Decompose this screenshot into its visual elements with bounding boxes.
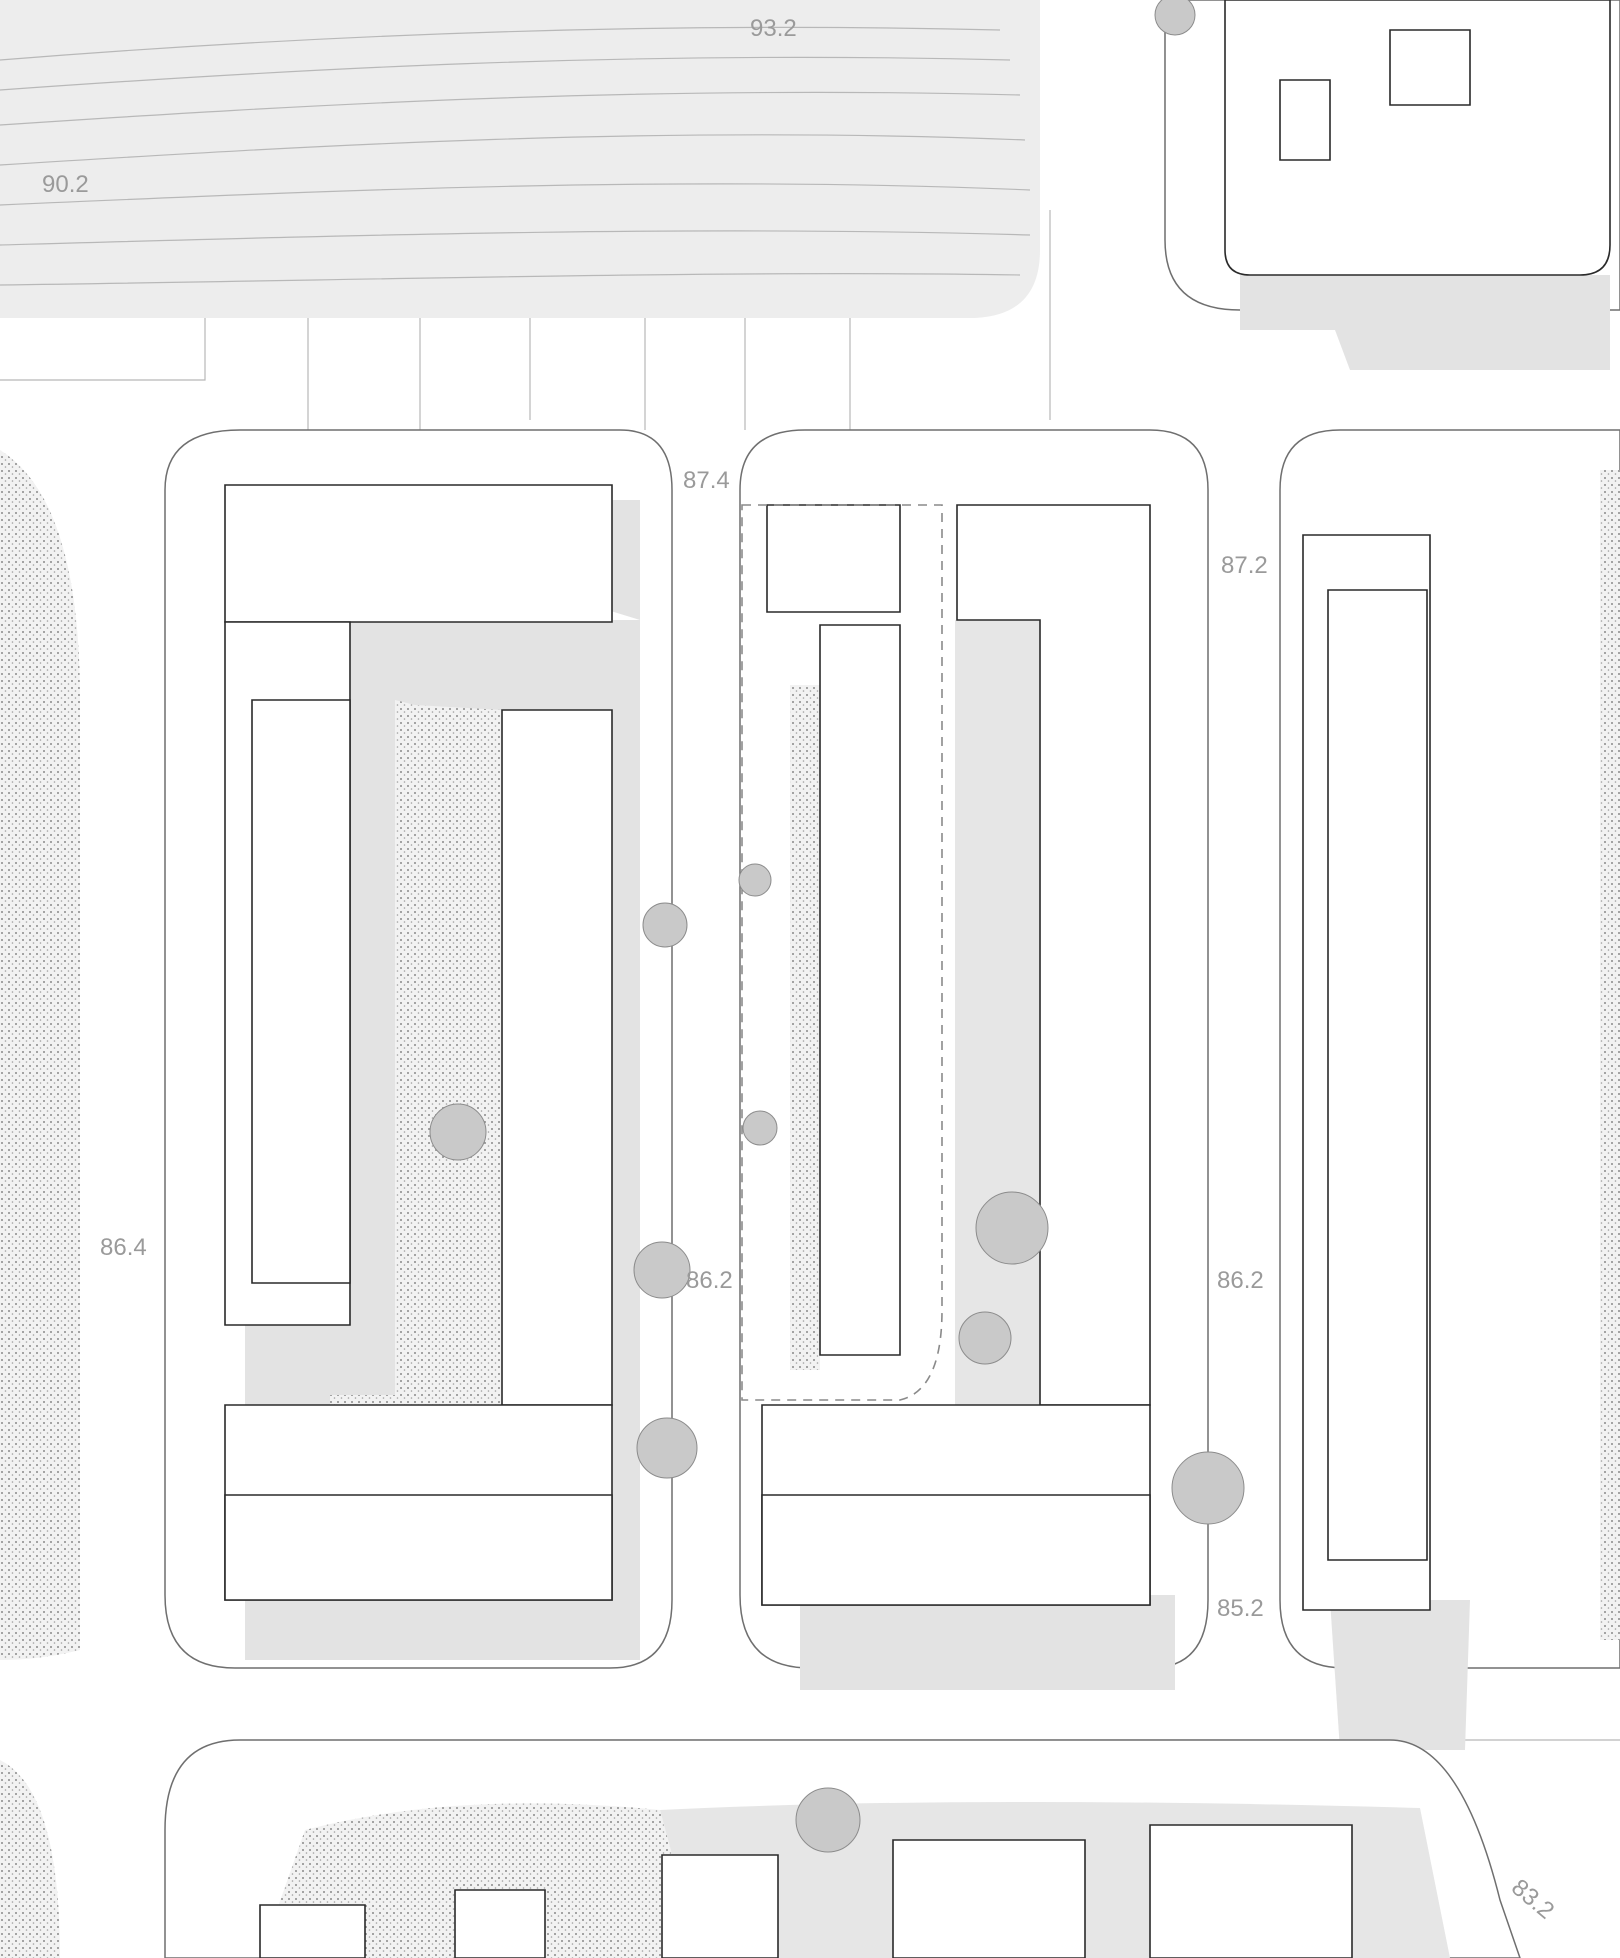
left-green-strip	[0, 450, 80, 1958]
tree-icon	[636, 1417, 698, 1479]
tree-icon	[633, 1241, 691, 1299]
tree-icon	[1154, 0, 1196, 36]
tree-icon	[975, 1191, 1049, 1265]
block-right	[1279, 429, 1620, 1750]
tree-icon	[742, 1110, 778, 1146]
block-left	[164, 429, 673, 1669]
elevation-label: 93.2	[750, 15, 797, 42]
tree-icon	[738, 863, 772, 897]
elevation-label: 83.2	[1506, 1874, 1559, 1925]
contour-park	[0, 0, 1040, 318]
elevation-label: 87.4	[683, 467, 730, 494]
elevation-label: 87.2	[1221, 552, 1268, 579]
elevation-label: 90.2	[42, 171, 89, 198]
elevation-label: 85.2	[1217, 1595, 1264, 1622]
elevation-label: 86.2	[686, 1267, 733, 1294]
elevation-label: 86.2	[1217, 1267, 1264, 1294]
tree-icon	[958, 1311, 1012, 1365]
block-middle	[739, 429, 1209, 1690]
trees	[429, 0, 1245, 1853]
tree-icon	[429, 1103, 487, 1161]
block-top-right	[1164, 0, 1620, 370]
tree-icon	[1171, 1451, 1245, 1525]
tree-icon	[795, 1787, 861, 1853]
elevation-label: 86.4	[100, 1234, 147, 1261]
tree-icon	[642, 902, 688, 948]
